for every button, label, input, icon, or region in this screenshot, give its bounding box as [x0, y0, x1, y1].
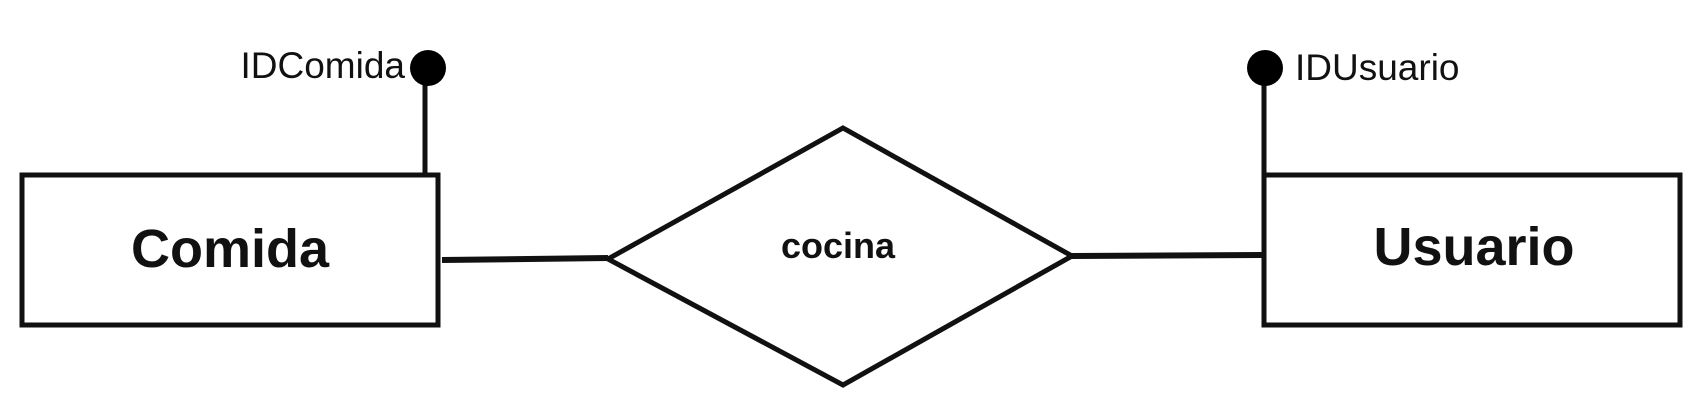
attribute-idcomida-label: IDComida: [241, 45, 406, 86]
entity-usuario: Usuario: [1261, 172, 1683, 328]
key-attribute-dot-icon: [1247, 50, 1283, 86]
key-attribute-dot-icon: [410, 50, 446, 86]
entity-comida: Comida: [19, 172, 441, 328]
entity-usuario-box: [1261, 172, 1683, 328]
entity-comida-label: Comida: [131, 219, 330, 279]
attribute-idcomida: IDComida: [241, 45, 446, 175]
relationship-cocina-label: cocina: [781, 225, 896, 266]
connector-cocina-usuario: [1071, 252, 1263, 259]
attribute-idusuario-label: IDUsuario: [1295, 47, 1460, 88]
connector-comida-cocina: [441, 255, 609, 263]
relationship-cocina-diamond: [602, 125, 1078, 388]
entity-comida-box: [19, 172, 441, 328]
relationship-cocina: cocina: [602, 125, 1078, 388]
entity-usuario-label: Usuario: [1373, 217, 1574, 277]
attribute-idusuario: IDUsuario: [1247, 47, 1460, 175]
